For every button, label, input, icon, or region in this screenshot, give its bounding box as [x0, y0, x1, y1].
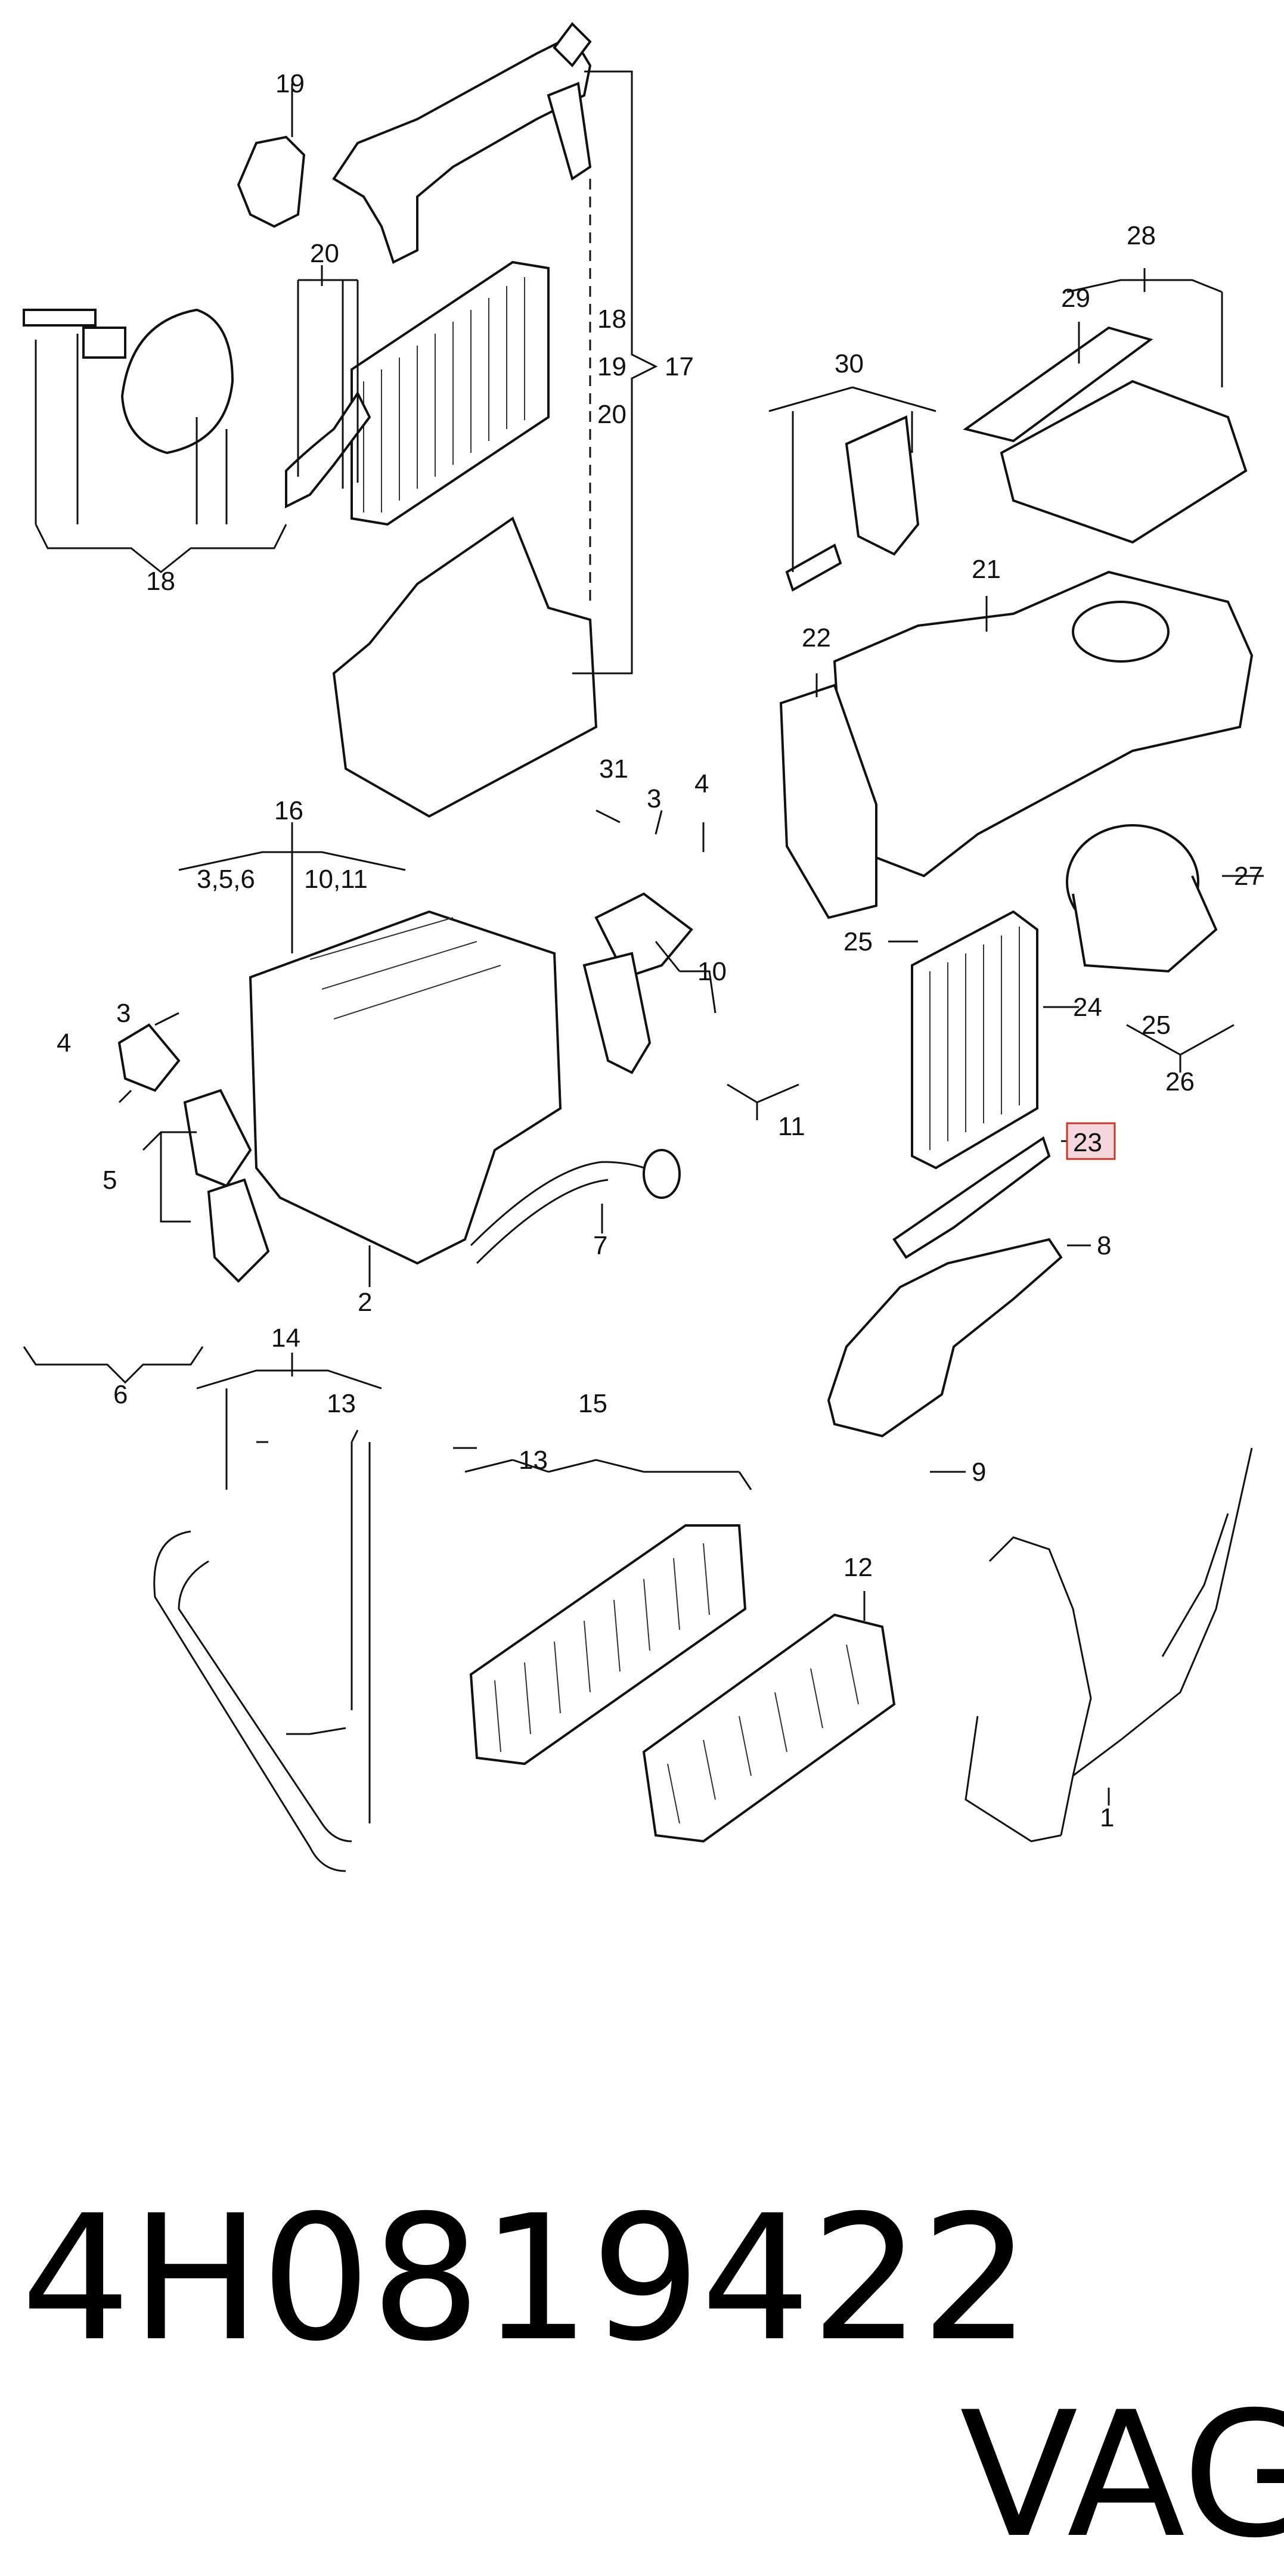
callout-20a: 20: [310, 239, 339, 268]
callout-7: 7: [593, 1231, 607, 1260]
callout-3a: 3: [647, 784, 661, 813]
part-number: 4H0819422: [21, 2179, 1031, 2379]
brand-name: VAG: [960, 2375, 1284, 2576]
cover-28: [1000, 380, 1248, 544]
callout-25b: 25: [1142, 1011, 1171, 1040]
callout-16: 16: [274, 796, 303, 825]
leader-lines: [23, 70, 1264, 1823]
callout-30: 30: [835, 349, 864, 378]
dust-filter-24: [911, 910, 1038, 1170]
callout-21: 21: [972, 555, 1001, 584]
callout-17: 17: [665, 352, 694, 381]
callout-18b: 18: [146, 567, 175, 596]
callout-3b: 3: [116, 999, 131, 1028]
callout-11: 11: [778, 1112, 805, 1141]
blower-motor-27: [1066, 824, 1218, 973]
evaporator-frame: [332, 21, 592, 264]
caption: 4H0819422 VAG: [0, 1984, 1284, 2574]
callout-356: 3,5,6: [197, 865, 255, 894]
evaporator-core: [351, 260, 550, 526]
callout-1: 1: [1100, 1803, 1114, 1832]
callout-15: 15: [578, 1389, 607, 1418]
callout-14: 14: [271, 1323, 300, 1353]
bracket-19: [237, 135, 306, 228]
callout-4b: 4: [57, 1028, 71, 1058]
blower-housing-21: [833, 570, 1254, 878]
callout-23-highlight: [1066, 1122, 1116, 1160]
ptc-heater-12: [642, 1613, 896, 1843]
callout-8: 8: [1097, 1231, 1111, 1260]
parts-diagram: 19 20 18 19 17 20 18 28 29 30 21 22 31 3…: [23, 21, 1264, 1872]
callout-9: 9: [972, 1458, 986, 1487]
callout-4a: 4: [694, 769, 709, 798]
drain-tray: [332, 516, 598, 818]
cover-plate-8: [827, 1238, 1063, 1438]
air-distribution-housing-16: [249, 910, 562, 1265]
callout-28: 28: [1127, 221, 1156, 250]
callout-22: 22: [802, 623, 831, 652]
callout-23: 23: [1073, 1128, 1102, 1157]
wiring-harness-1: [964, 1447, 1253, 1842]
callout-labels: 19 20 18 19 17 20 18 28 29 30 21 22 31 3…: [57, 69, 1263, 1832]
callout-31: 31: [599, 754, 628, 784]
callout-18a: 18: [597, 304, 627, 334]
callout-20b: 20: [597, 400, 627, 429]
callout-27: 27: [1234, 862, 1263, 891]
callout-12: 12: [843, 1553, 873, 1582]
callout-26: 26: [1165, 1067, 1195, 1096]
heater-core-15: [469, 1524, 747, 1766]
callout-5: 5: [103, 1166, 117, 1195]
callout-29: 29: [1061, 284, 1090, 313]
callout-6: 6: [113, 1380, 128, 1409]
filter-frame-23: [892, 1136, 1051, 1259]
callout-13b: 13: [519, 1446, 548, 1475]
callout-13a: 13: [327, 1389, 356, 1418]
filter-30: [785, 415, 920, 592]
callout-19b: 19: [597, 352, 627, 381]
callout-25a: 25: [843, 927, 873, 956]
callout-10: 10: [697, 957, 727, 986]
callout-1011: 10,11: [304, 865, 368, 894]
drain-hose-7: [470, 1149, 681, 1264]
callout-2: 2: [358, 1288, 372, 1317]
gasket-29: [963, 326, 1153, 443]
callout-19a: 19: [275, 69, 305, 98]
seal-22: [779, 683, 877, 919]
callout-24: 24: [1073, 993, 1102, 1022]
coolant-pipes-14: [153, 1530, 352, 1872]
expansion-valve-assembly: [23, 308, 371, 509]
